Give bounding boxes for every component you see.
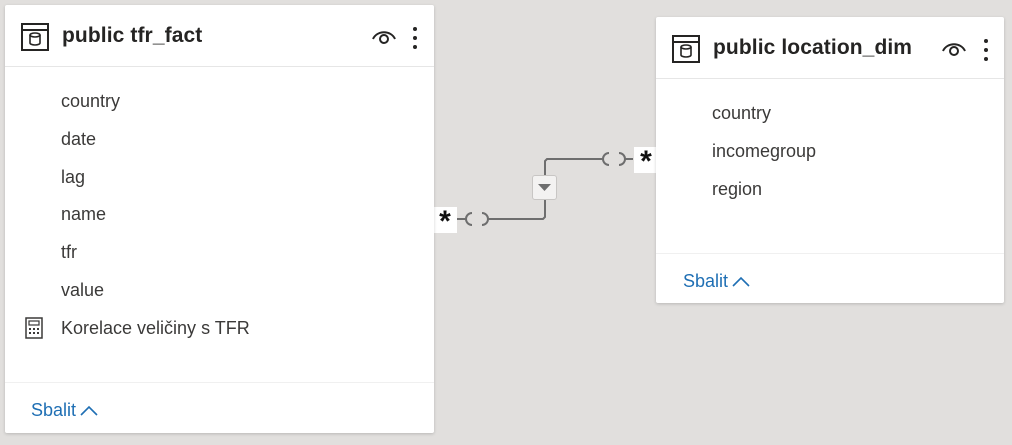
- field-item[interactable]: lag: [61, 167, 86, 187]
- cross-filter-button[interactable]: [532, 175, 557, 200]
- cardinality-right: *: [634, 147, 658, 177]
- triangle-down-icon: [538, 184, 551, 191]
- more-options-icon[interactable]: [981, 37, 991, 63]
- table-header[interactable]: public location_dim: [656, 17, 1004, 79]
- field-item[interactable]: region: [712, 179, 763, 199]
- divider: [656, 253, 1004, 254]
- collapse-button[interactable]: Sbalit: [683, 271, 750, 292]
- field-item[interactable]: date: [61, 129, 97, 149]
- table-card-tfr-fact[interactable]: public tfr_fact country date lag name tf…: [5, 5, 434, 433]
- chevron-up-icon: [80, 406, 98, 416]
- table-header[interactable]: public tfr_fact: [5, 5, 434, 67]
- field-item[interactable]: incomegroup: [712, 141, 817, 161]
- cardinality-left: *: [433, 207, 457, 237]
- calculator-icon: [25, 317, 43, 339]
- divider: [5, 382, 434, 383]
- collapse-label: Sbalit: [683, 271, 729, 291]
- eye-icon[interactable]: [941, 39, 967, 59]
- table-title: public tfr_fact: [62, 24, 203, 47]
- field-item[interactable]: country: [61, 91, 121, 111]
- field-item[interactable]: country: [712, 103, 772, 123]
- table-icon: [672, 35, 700, 63]
- measure-item[interactable]: Korelace veličiny s TFR: [61, 318, 250, 338]
- collapse-label: Sbalit: [31, 400, 77, 420]
- field-item[interactable]: value: [61, 280, 105, 300]
- table-icon: [21, 23, 49, 51]
- eye-icon[interactable]: [371, 27, 397, 47]
- collapse-button[interactable]: Sbalit: [31, 400, 98, 421]
- table-title: public location_dim: [713, 36, 913, 59]
- field-item[interactable]: tfr: [61, 242, 77, 262]
- more-options-icon[interactable]: [410, 25, 420, 51]
- field-item[interactable]: name: [61, 204, 107, 224]
- relationship-end-left: [481, 212, 489, 226]
- chevron-up-icon: [732, 277, 750, 287]
- relationship-end-right: [602, 152, 610, 166]
- table-card-location-dim[interactable]: public location_dim country incomegroup …: [656, 17, 1004, 303]
